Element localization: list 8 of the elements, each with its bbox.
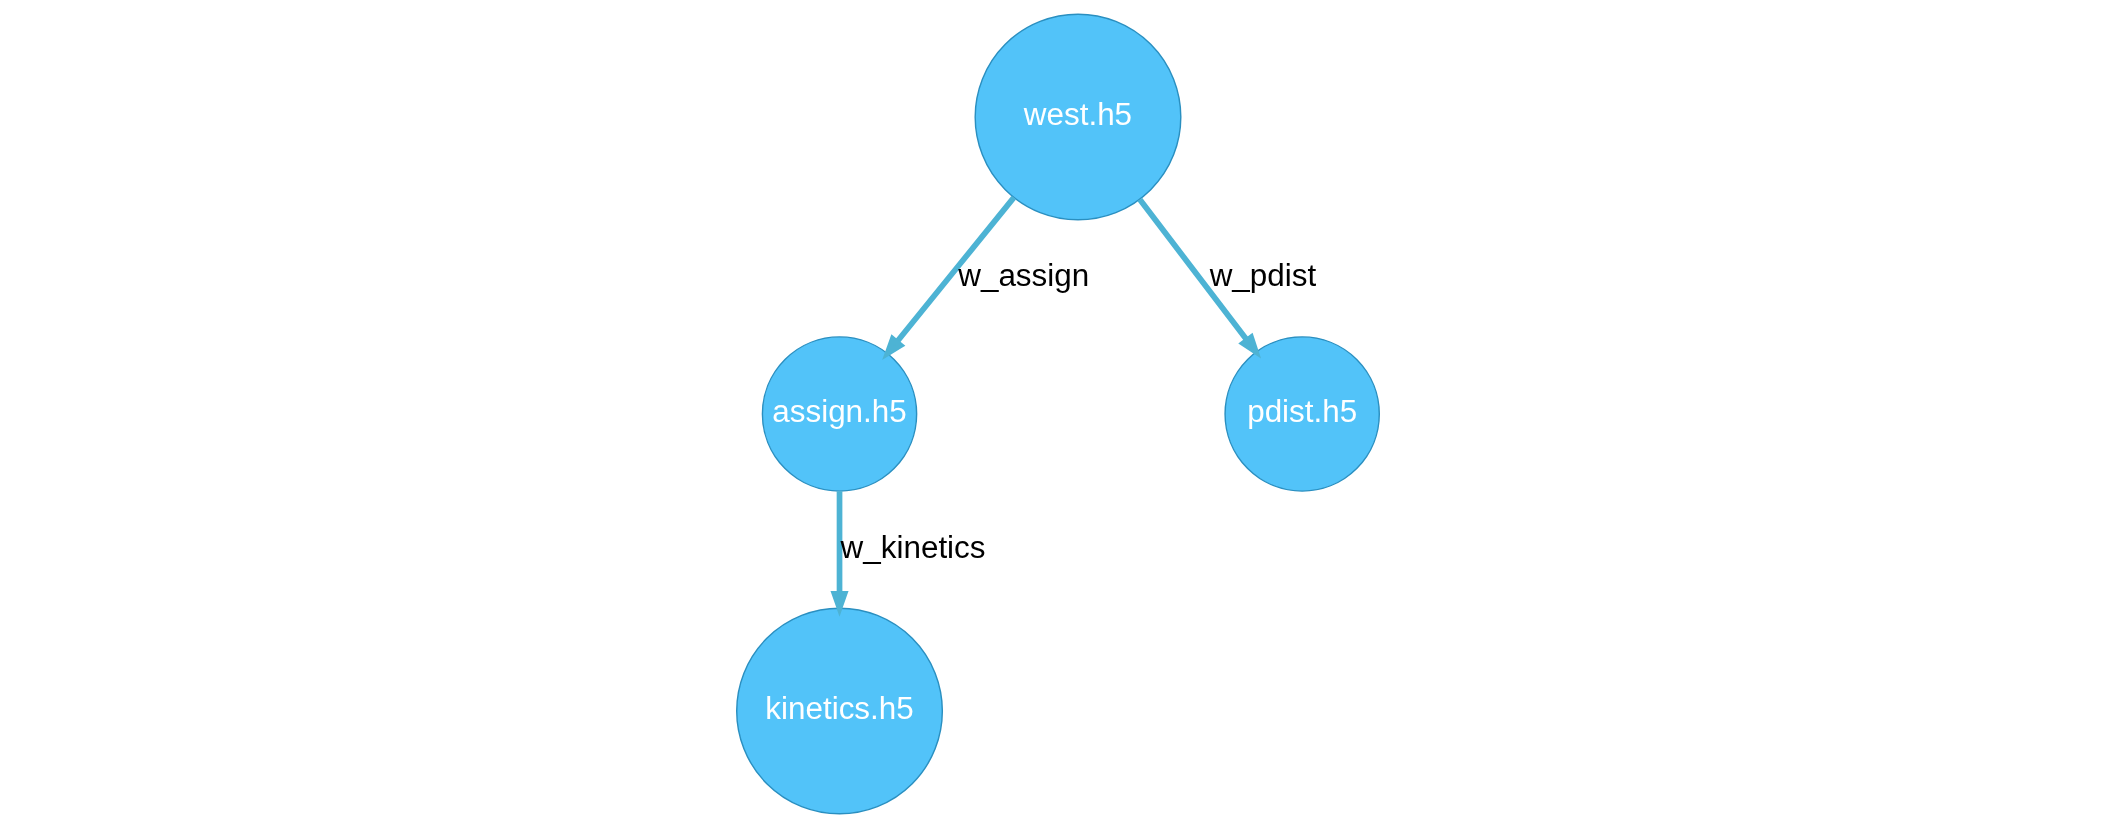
arrow (1137, 197, 1262, 359)
edge-label: w_assign (958, 258, 1090, 294)
node-circle: kinetics.h5 (736, 607, 944, 815)
node-circle: west.h5 (974, 13, 1182, 221)
arrow (830, 491, 849, 617)
edge-label: w_pdist (1209, 258, 1317, 294)
arrow (882, 195, 1016, 360)
node-circle: pdist.h5 (1224, 336, 1380, 492)
